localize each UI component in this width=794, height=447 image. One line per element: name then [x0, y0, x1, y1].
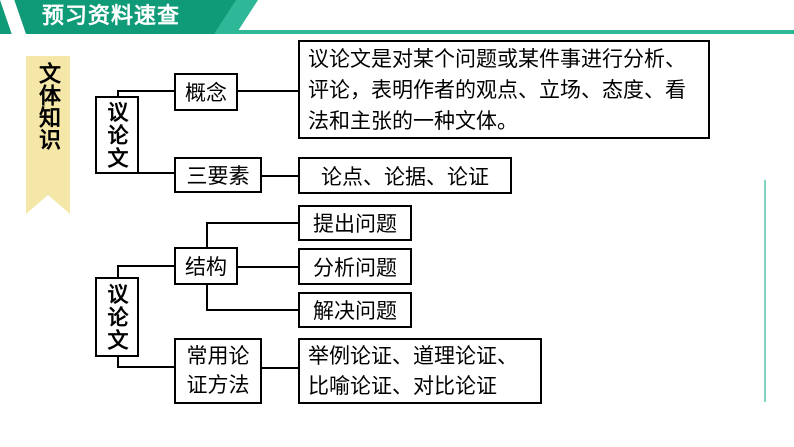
- side-ribbon: [26, 56, 70, 214]
- node-concept: 概念: [174, 73, 238, 111]
- right-decorative-rule: [764, 180, 766, 402]
- connector: [117, 366, 174, 368]
- side-ribbon-label: 文体知识: [35, 62, 61, 150]
- connector: [117, 265, 174, 267]
- node-argument-methods-line2: 证方法: [186, 373, 250, 397]
- header-tab: [0, 0, 236, 34]
- structure-item-solve: 解决问题: [298, 292, 412, 328]
- argument-methods-content: 举例论证、道理论证、 比喻论证、对比论证: [298, 338, 542, 404]
- connector: [206, 309, 298, 311]
- connector: [262, 175, 298, 177]
- concept-definition: 议论文是对某个问题或某件事进行分析、评论，表明作者的观点、立场、态度、看法和主张…: [298, 40, 710, 139]
- node-argument-methods: 常用论 证方法: [174, 338, 262, 404]
- root-node-essay-bottom: 议论文: [95, 277, 139, 357]
- structure-item-analyze: 分析问题: [298, 248, 412, 285]
- root-node-essay: 议论文: [95, 96, 139, 174]
- connector: [262, 367, 298, 369]
- connector: [117, 172, 174, 174]
- node-argument-methods-line1: 常用论: [186, 344, 250, 368]
- argument-methods-line2: 比喻论证、对比论证: [308, 374, 497, 398]
- connector: [238, 266, 298, 268]
- page-title: 预习资料速查: [42, 4, 181, 29]
- node-three-elements: 三要素: [174, 157, 262, 193]
- connector: [117, 90, 174, 92]
- connector: [238, 90, 298, 92]
- header-rule: [0, 30, 794, 34]
- three-elements-content: 论点、论据、论证: [298, 157, 512, 194]
- structure-item-raise: 提出问题: [298, 205, 412, 241]
- argument-methods-line1: 举例论证、道理论证、: [308, 344, 518, 368]
- connector: [206, 222, 298, 224]
- node-structure: 结构: [174, 247, 238, 285]
